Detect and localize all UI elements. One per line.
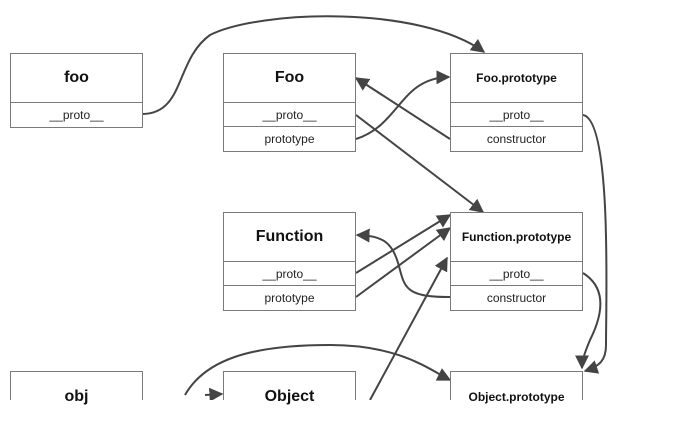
node-foo: foo __proto__ bbox=[10, 53, 143, 128]
node-Object: Object bbox=[223, 371, 356, 405]
node-Function-row-prototype: prototype bbox=[264, 291, 315, 305]
node-foo-prototype-row-proto: __proto__ bbox=[451, 103, 582, 127]
node-obj: obj bbox=[10, 371, 143, 405]
node-foo-prototype-row-constructor: constructor bbox=[486, 132, 547, 146]
node-obj-title: obj bbox=[64, 387, 89, 405]
edge-foo-proto-to-function-prototype bbox=[355, 114, 485, 213]
node-function-prototype-row-proto: __proto__ bbox=[451, 262, 582, 286]
edge-foo-constructor-to-foo bbox=[354, 77, 451, 140]
node-Foo-title: Foo bbox=[224, 54, 355, 103]
diagram-canvas: foo __proto__ Foo __proto__ prototype Fo… bbox=[10, 15, 608, 405]
node-object-prototype-title: Object.prototype bbox=[468, 389, 565, 404]
node-function-prototype-title: Function.prototype bbox=[451, 213, 582, 262]
node-Function-title: Function bbox=[224, 213, 355, 262]
node-Object-title: Object bbox=[264, 387, 315, 405]
node-Function-row-proto: __proto__ bbox=[224, 262, 355, 286]
node-Foo: Foo __proto__ prototype bbox=[223, 53, 356, 152]
edge-function-constructor-to-function bbox=[355, 228, 451, 298]
node-foo-prototype: Foo.prototype __proto__ constructor bbox=[450, 53, 583, 152]
edge-object-to-function-prototype bbox=[369, 256, 448, 400]
node-foo-prototype-title: Foo.prototype bbox=[451, 54, 582, 103]
node-Foo-row-proto: __proto__ bbox=[224, 103, 355, 127]
edge-foo-proto-to-foo-prototype bbox=[141, 15, 486, 115]
node-foo-row-proto: __proto__ bbox=[49, 108, 104, 122]
node-Foo-row-prototype: prototype bbox=[264, 132, 315, 146]
edge-foo-prototype-to-foo-prototype-node bbox=[355, 70, 451, 140]
node-Function: Function __proto__ prototype bbox=[223, 212, 356, 311]
node-function-prototype: Function.prototype __proto__ constructor bbox=[450, 212, 583, 311]
edge-function-prototype-proto-to-object-prototype bbox=[575, 272, 602, 370]
edges-layer bbox=[141, 15, 608, 400]
edge-foo-prototype-proto-to-object-prototype bbox=[582, 114, 608, 374]
node-object-prototype: Object.prototype bbox=[450, 371, 583, 404]
edge-into-object bbox=[204, 387, 224, 400]
node-function-prototype-row-constructor: constructor bbox=[486, 291, 547, 305]
edge-function-proto-to-function-prototype bbox=[355, 214, 452, 274]
node-foo-title: foo bbox=[11, 54, 142, 103]
edge-obj-to-object-prototype bbox=[184, 343, 452, 396]
edge-function-prototype-to-function-prototype-node bbox=[355, 227, 452, 298]
